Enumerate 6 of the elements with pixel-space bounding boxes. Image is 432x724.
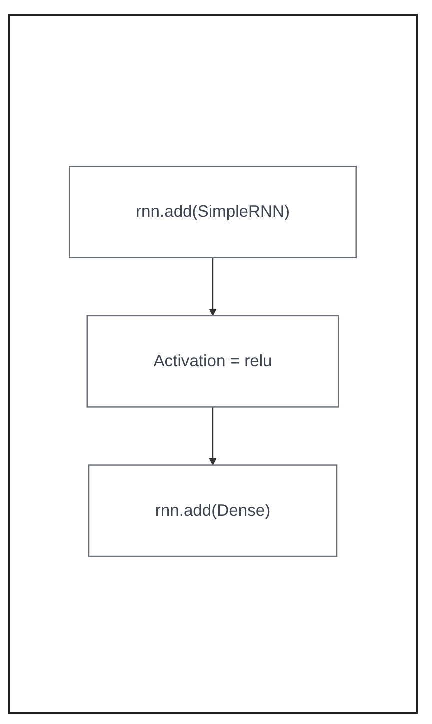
diagram-frame: rnn.add(SimpleRNN) Activation = relu rnn.add(Dense) bbox=[8, 14, 418, 714]
node-box bbox=[86, 315, 340, 408]
node-box bbox=[69, 166, 357, 258]
arrow bbox=[209, 258, 217, 316]
node-box bbox=[88, 464, 338, 558]
arrow bbox=[209, 407, 217, 466]
